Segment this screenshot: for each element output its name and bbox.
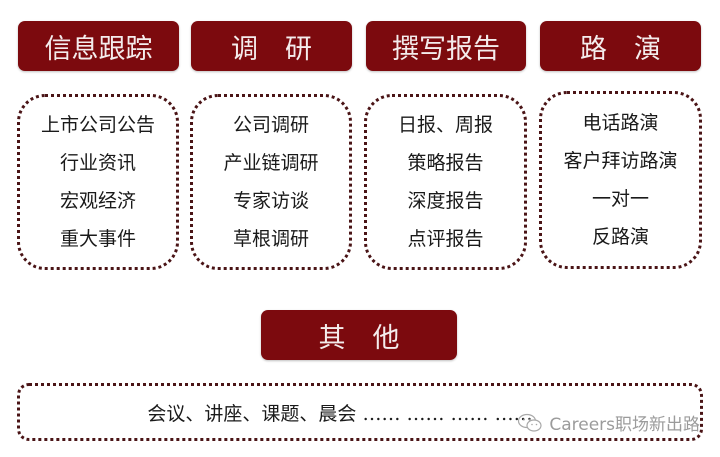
wechat-icon <box>518 413 542 432</box>
list-item: 产业链调研 <box>223 152 319 174</box>
box-roadshow: 电话路演 客户拜访路演 一对一 反路演 <box>539 91 702 269</box>
list-item: 行业资讯 <box>59 152 136 174</box>
header-info-tracking: 信息跟踪 <box>18 21 179 71</box>
list-item: 策略报告 <box>407 152 484 174</box>
list-item: 重大事件 <box>59 228 136 250</box>
box-research: 公司调研 产业链调研 专家访谈 草根调研 <box>190 94 352 270</box>
watermark: Careers职场新出路 <box>517 410 700 435</box>
list-item: 日报、周报 <box>397 114 493 136</box>
box-report-writing: 日报、周报 策略报告 深度报告 点评报告 <box>364 94 527 270</box>
list-item: 一对一 <box>591 188 649 210</box>
header-label: 调 研 <box>231 33 312 65</box>
header-report-writing: 撰写报告 <box>366 21 526 71</box>
header-label: 信息跟踪 <box>44 33 153 65</box>
list-item: 公司调研 <box>232 114 309 136</box>
other-text: 会议、讲座、课题、晨会 …… …… …… …… <box>147 402 533 425</box>
watermark-text: Careers职场新出路 <box>549 415 700 435</box>
list-item: 草根调研 <box>232 228 309 250</box>
header-label: 路 演 <box>580 33 661 65</box>
box-other: 会议、讲座、课题、晨会 …… …… …… …… <box>17 383 703 441</box>
header-research: 调 研 <box>191 21 352 71</box>
header-other: 其 他 <box>261 310 457 360</box>
list-item: 反路演 <box>591 226 649 248</box>
list-item: 宏观经济 <box>59 190 136 212</box>
list-item: 上市公司公告 <box>40 114 155 136</box>
list-item: 点评报告 <box>407 228 484 250</box>
list-item: 专家访谈 <box>232 190 309 212</box>
header-roadshow: 路 演 <box>540 21 701 71</box>
header-label: 其 他 <box>318 322 400 354</box>
box-info-tracking: 上市公司公告 行业资讯 宏观经济 重大事件 <box>17 94 179 270</box>
list-item: 电话路演 <box>582 112 659 134</box>
list-item: 深度报告 <box>407 190 484 212</box>
list-item: 客户拜访路演 <box>563 150 678 172</box>
header-label: 撰写报告 <box>392 33 500 65</box>
